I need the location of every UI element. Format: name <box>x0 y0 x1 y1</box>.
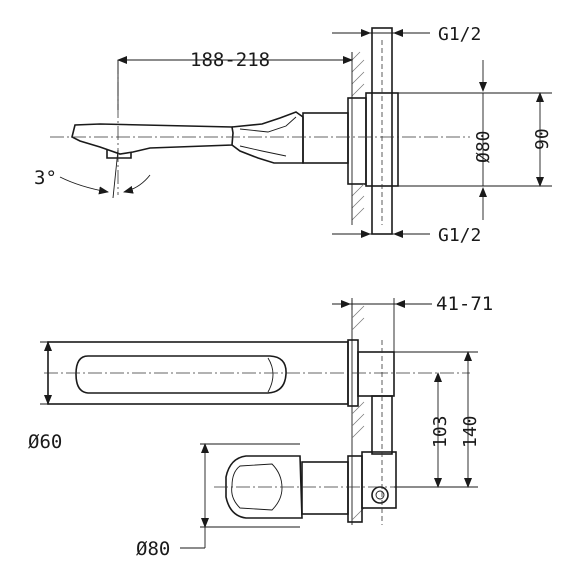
top-wall-hatch <box>351 300 365 525</box>
dim-handle-diameter: Ø80 <box>136 538 170 560</box>
dim-plate-height: 90 <box>532 128 553 150</box>
dim-inlet-bottom: G1/2 <box>438 225 481 246</box>
side-view: 188-218 G1/2 G1/2 Ø80 90 3° <box>34 24 553 246</box>
angle-arc <box>59 176 109 195</box>
lever-facet <box>239 116 297 157</box>
top-inlet-block <box>357 351 395 397</box>
dim-spacing-centers: 103 <box>430 415 451 448</box>
dim-overall-height: 140 <box>460 415 481 448</box>
dim-wall-depth: 41-71 <box>436 293 493 315</box>
dim-projection-length: 188-218 <box>190 49 270 71</box>
valve-body <box>302 112 349 164</box>
top-view: 41-71 Ø60 Ø80 103 140 <box>28 293 493 560</box>
lever-outline <box>231 111 304 164</box>
cartridge-screw-icon <box>371 486 389 504</box>
dim-plate-diameter: Ø80 <box>473 130 494 163</box>
spout-nozzle <box>106 149 132 159</box>
wall-plate-flange <box>347 97 367 185</box>
spout-top-inner <box>75 355 287 394</box>
dim-spout-diameter: Ø60 <box>28 431 62 453</box>
handle-outline <box>225 455 303 519</box>
handle-body <box>301 461 349 515</box>
handle-inner <box>231 463 283 511</box>
handle-valve-block <box>361 451 397 509</box>
spout-outline <box>71 123 234 155</box>
dim-inlet-top: G1/2 <box>438 24 481 45</box>
dim-spout-angle: 3° <box>34 167 57 189</box>
wall-hatch <box>351 51 365 225</box>
